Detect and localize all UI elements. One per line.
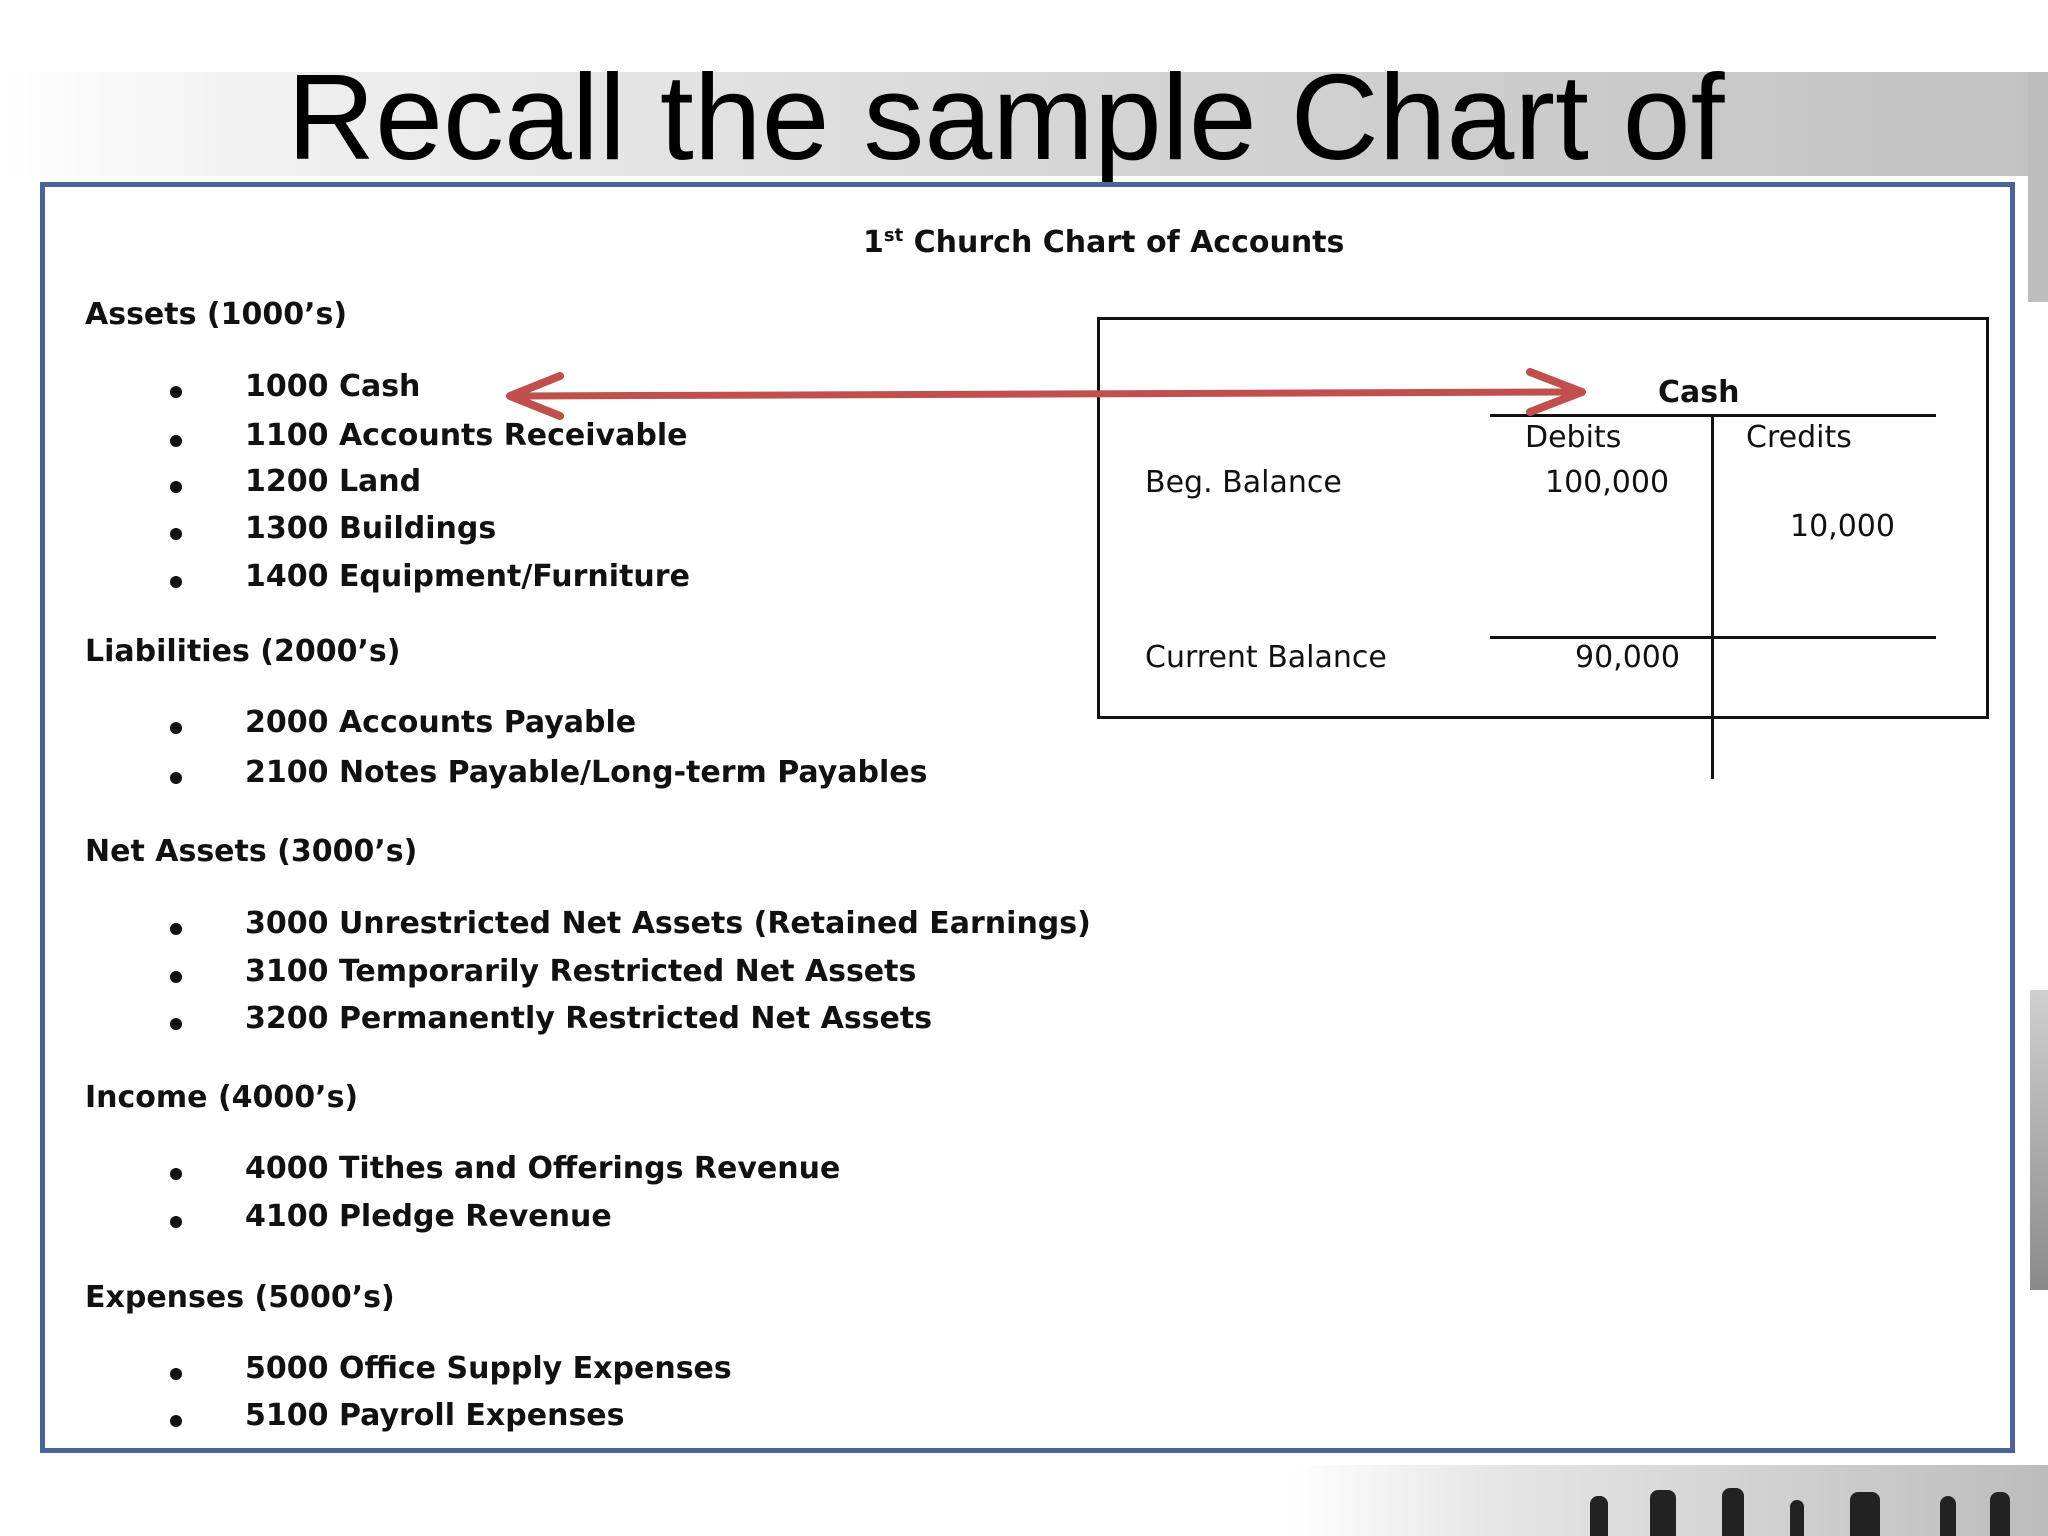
- current-balance-debit: 90,000: [1575, 640, 1680, 675]
- t-account-title: Cash: [1658, 375, 1740, 410]
- bullet: [170, 1168, 182, 1180]
- bullet: [170, 772, 182, 784]
- account-item: 1400 Equipment/Furniture: [245, 559, 690, 594]
- slide-title: Recall the sample Chart of: [287, 49, 1725, 185]
- decorative-strip: [2028, 72, 2048, 302]
- section-heading-assets: Assets (1000’s): [85, 297, 348, 332]
- account-item: 4000 Tithes and Offerings Revenue: [245, 1151, 841, 1186]
- bullet: [170, 1018, 182, 1030]
- t-account-debits-label: Debits: [1525, 420, 1622, 455]
- account-item: 1200 Land: [245, 464, 422, 499]
- beg-balance-debit: 100,000: [1545, 465, 1670, 500]
- account-item: 5100 Payroll Expenses: [245, 1398, 625, 1433]
- section-heading-income: Income (4000’s): [85, 1080, 359, 1115]
- account-item: 2100 Notes Payable/Long-term Payables: [245, 755, 928, 790]
- double-arrow-icon: [506, 368, 1586, 420]
- account-item: 3200 Permanently Restricted Net Assets: [245, 1001, 933, 1036]
- credit-entry: 10,000: [1790, 509, 1895, 544]
- decorative-photo: [1290, 1465, 2048, 1536]
- bullet: [170, 528, 182, 540]
- bullet: [170, 923, 182, 935]
- bullet: [170, 722, 182, 734]
- account-item: 1300 Buildings: [245, 511, 497, 546]
- bullet: [170, 435, 182, 447]
- bullet: [170, 386, 182, 398]
- bullet: [170, 1216, 182, 1228]
- t-account-total-rule: [1490, 636, 1936, 639]
- account-item: 4100 Pledge Revenue: [245, 1199, 612, 1234]
- account-item: 3100 Temporarily Restricted Net Assets: [245, 954, 917, 989]
- title-band: [0, 72, 2048, 176]
- document-heading: 1st Church Chart of Accounts: [863, 225, 1345, 260]
- chart-of-accounts-document: 1st Church Chart of Accounts Assets (100…: [40, 182, 2015, 1453]
- t-account-center-rule: [1711, 414, 1714, 779]
- account-item: 3000 Unrestricted Net Assets (Retained E…: [245, 906, 1091, 941]
- account-item: 1100 Accounts Receivable: [245, 418, 688, 453]
- bullet: [170, 576, 182, 588]
- bullet: [170, 1368, 182, 1380]
- bullet: [170, 1415, 182, 1427]
- t-account-cash: Cash Debits Credits Beg. Balance 100,000…: [1097, 317, 1989, 779]
- account-item: 2000 Accounts Payable: [245, 705, 637, 740]
- account-item: 1000 Cash: [245, 369, 421, 404]
- section-heading-net-assets: Net Assets (3000’s): [85, 834, 418, 869]
- account-item: 5000 Office Supply Expenses: [245, 1351, 732, 1386]
- bullet: [170, 971, 182, 983]
- beg-balance-label: Beg. Balance: [1145, 465, 1342, 500]
- current-balance-label: Current Balance: [1145, 640, 1387, 675]
- bullet: [170, 481, 182, 493]
- section-heading-expenses: Expenses (5000’s): [85, 1280, 395, 1315]
- t-account-credits-label: Credits: [1746, 420, 1852, 455]
- section-heading-liabilities: Liabilities (2000’s): [85, 634, 401, 669]
- decorative-strip: [2030, 990, 2048, 1290]
